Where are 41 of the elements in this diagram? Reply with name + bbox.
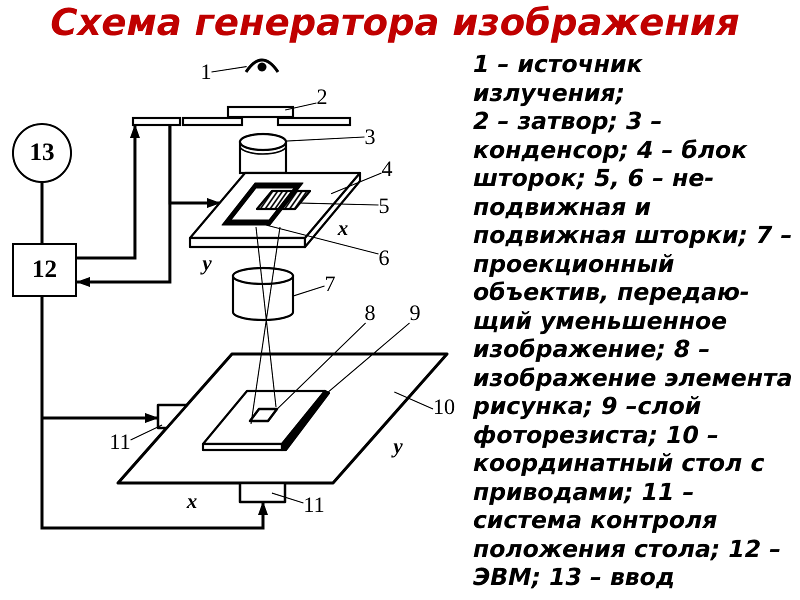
callout-number: 8 <box>364 303 376 323</box>
connector-line <box>40 183 44 243</box>
leader-line <box>211 66 247 73</box>
callout-number: 11 <box>303 495 325 515</box>
light-source-symbol <box>244 58 280 73</box>
leader-line <box>330 172 382 194</box>
description-text: 2 – затвор; 3 – конденсор; 4 – блок шторок; 5, 6 – не- подвижная и подвижная шторки; 7 – проекционный объектив, передаю- щий уменьшенное изображение; 8 – изображение элемента рисунка; 9 –слой фоторезиста; 10 – координатный стол с приводами; 11 – система контроля положения стола; 12 – ЭВМ; 13 – ввод <box>473 107 794 592</box>
axis-label: y <box>202 254 212 272</box>
numbered-box: 12 <box>12 243 77 297</box>
lens-cylinder <box>232 266 294 322</box>
callout-number: 1 <box>200 62 212 82</box>
image-element <box>248 408 278 422</box>
leader-line <box>285 102 317 111</box>
callout-number: 11 <box>109 432 131 452</box>
leader-line <box>130 424 162 440</box>
callout-number: 7 <box>324 274 336 294</box>
condenser-cylinder <box>238 132 288 174</box>
leader-line <box>286 136 365 142</box>
callout-number: 10 <box>433 397 455 417</box>
leader-line <box>292 285 325 297</box>
shutter-block-slab <box>188 172 362 248</box>
arrow <box>77 124 140 260</box>
leader-line <box>266 224 379 255</box>
callout-number: 9 <box>410 303 420 323</box>
axis-label: x <box>186 492 198 510</box>
callout-number: 3 <box>364 127 376 147</box>
drive-box <box>238 482 286 504</box>
leader-line <box>272 492 304 504</box>
slide-title: Схема генератора изображения <box>49 1 741 45</box>
arrow <box>168 125 221 208</box>
callout-number: 6 <box>378 248 390 268</box>
shutter-plate <box>226 106 294 118</box>
callout-number: 5 <box>378 196 390 216</box>
axis-label: x <box>338 219 348 237</box>
leader-line <box>300 202 379 206</box>
callout-number: 2 <box>316 87 328 107</box>
callout-number: 4 <box>382 159 392 179</box>
description-text: 1 – источник излучения; <box>473 50 644 107</box>
support-bar <box>132 116 352 126</box>
numbered-circle: 13 <box>12 123 72 183</box>
drive-box <box>156 404 188 430</box>
